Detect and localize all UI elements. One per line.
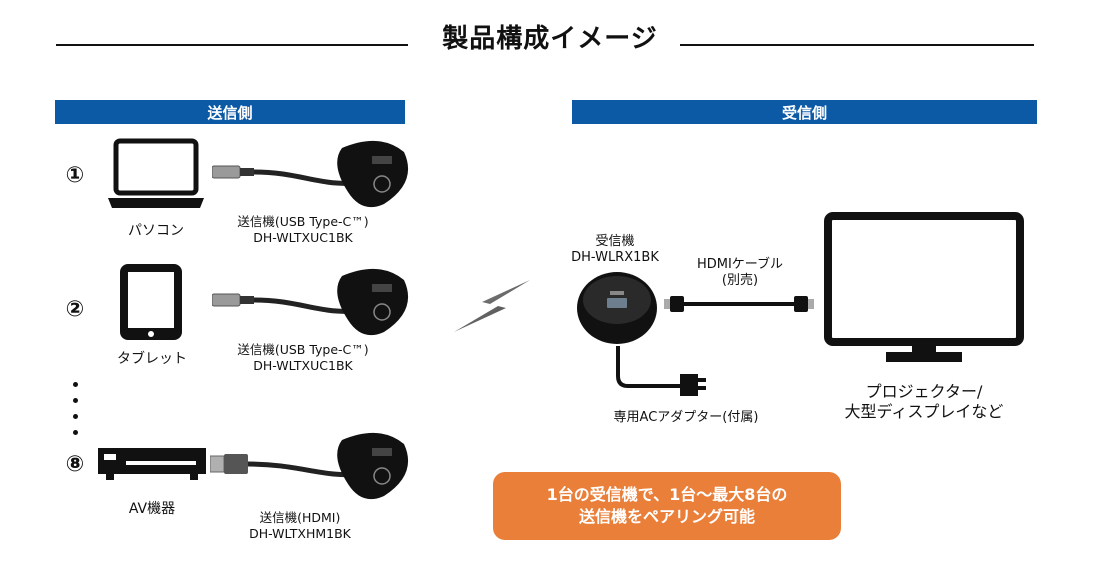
display-monitor-icon [824, 212, 1024, 362]
receiver-band: 受信側 [572, 100, 1037, 124]
tx-label-2a: 送信機(USB Type-C™) [237, 342, 369, 357]
sender-number-1: ① [65, 162, 85, 188]
tx-label-1b: DH-WLTXUC1BK [253, 230, 353, 245]
tablet-icon [120, 264, 182, 340]
callout-line-1: 1台の受信機で、1台〜最大8台の [546, 485, 788, 504]
hdmi-cable [664, 296, 814, 312]
transmitter-usbc-1 [212, 140, 409, 208]
tx-label-2b: DH-WLTXUC1BK [253, 358, 353, 373]
tx-label-8b: DH-WLTXHM1BK [249, 526, 351, 541]
ellipsis-dot [73, 398, 78, 403]
page-title: 製品構成イメージ [442, 24, 658, 54]
sender-number-2: ② [65, 296, 85, 322]
display-label-1: プロジェクター/ [865, 382, 983, 401]
transmitter-usbc-2 [212, 268, 409, 336]
tx-label-1a: 送信機(USB Type-C™) [237, 214, 369, 229]
title-rule-right [680, 44, 1034, 46]
wireless-lightning-icon [454, 280, 530, 332]
transmitter-hdmi [210, 432, 409, 500]
ellipsis-dot [73, 382, 78, 387]
receiver-device [577, 272, 657, 344]
sender-band: 送信側 [55, 100, 405, 124]
hdmi-cable-label-1: HDMIケーブル [696, 257, 784, 272]
title-rule-left [56, 44, 408, 46]
callout-line-2: 送信機をペアリング可能 [578, 507, 755, 526]
hdmi-cable-label-2: (別売) [721, 273, 759, 288]
ellipsis-dot [73, 414, 78, 419]
sender-device-1: パソコン [128, 223, 184, 239]
receiver-label-1: 受信機 [595, 234, 635, 249]
ac-adapter [616, 346, 706, 396]
sender-number-8: ⑧ [65, 451, 85, 477]
laptop-icon [108, 138, 204, 208]
sender-device-2: タブレット [117, 351, 187, 367]
av-device-icon [98, 448, 206, 480]
pairing-callout: 1台の受信機で、1台〜最大8台の 送信機をペアリング可能 [493, 472, 841, 540]
sender-device-8: AV機器 [128, 501, 176, 517]
adapter-label: 専用ACアダプター(付属) [613, 410, 759, 425]
ellipsis-dot [73, 430, 78, 435]
receiver-label-2: DH-WLRX1BK [571, 250, 659, 265]
display-label-2: 大型ディスプレイなど [844, 402, 1004, 421]
tx-label-8a: 送信機(HDMI) [259, 510, 341, 525]
